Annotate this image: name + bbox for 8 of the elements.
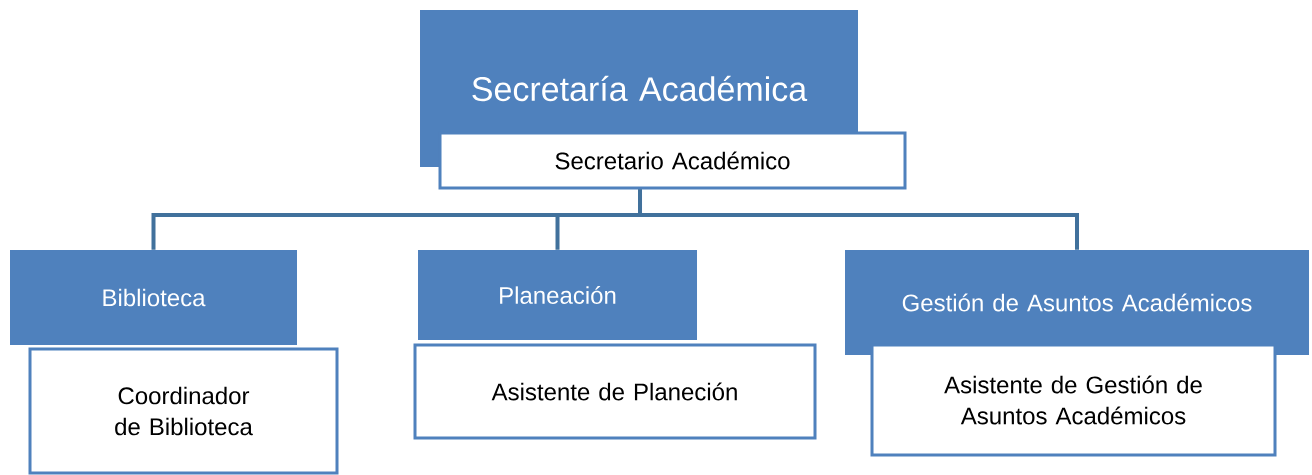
role-box: Asistente de Gestión de Asuntos Académicos [870, 343, 1277, 457]
unit-box: Gestión de Asuntos Académicos [845, 250, 1309, 355]
connector-line [638, 189, 1079, 250]
role-box: Secretario Académico [438, 131, 907, 190]
role-box: Coordinador de Biblioteca [28, 347, 339, 475]
unit-box: Planeación [418, 250, 697, 340]
role-box: Asistente de Planeción [413, 343, 817, 440]
unit-box: Biblioteca [10, 250, 297, 345]
